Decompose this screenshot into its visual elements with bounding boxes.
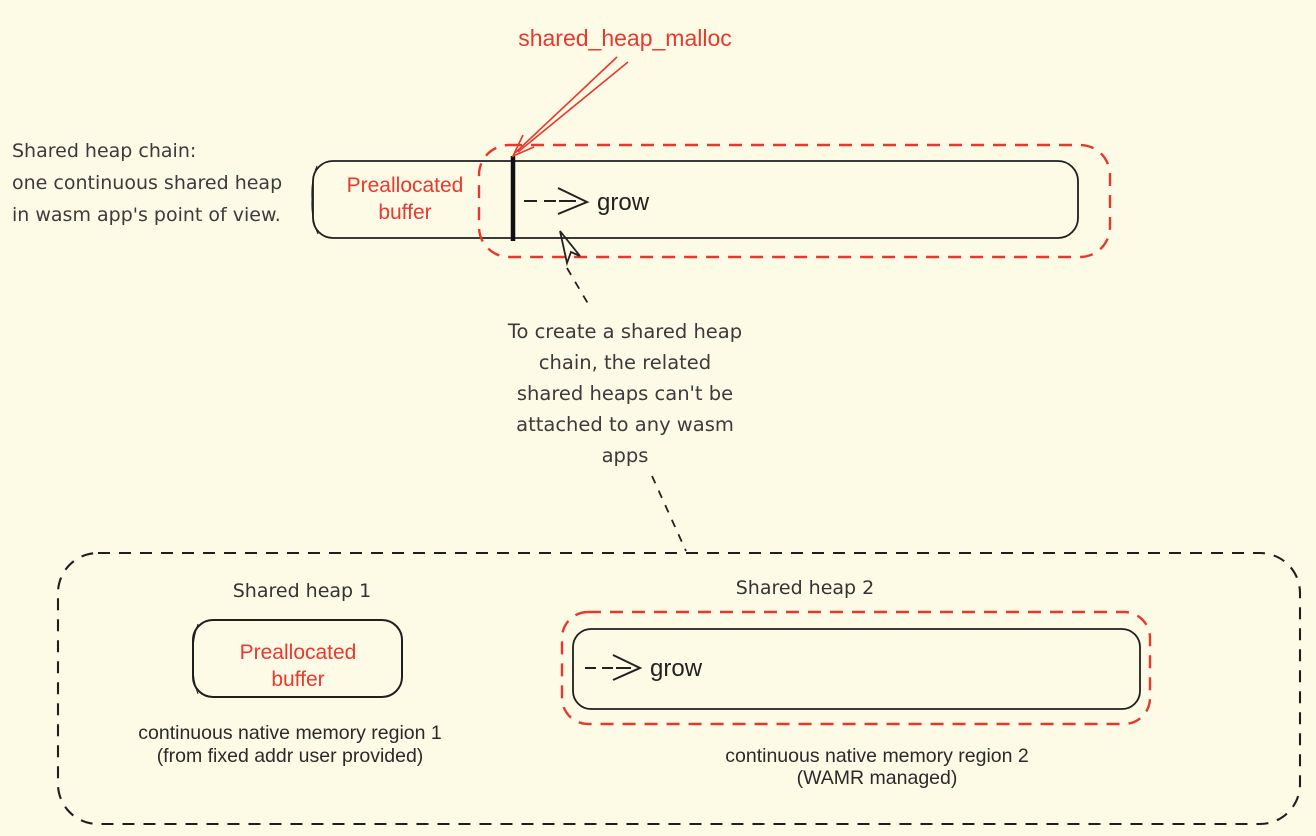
preallocated-buffer-label-bottom: Preallocated buffer: [239, 641, 357, 691]
shared-heap2-rect: [572, 628, 1141, 710]
chain-note-line3: in wasm app's point of view.: [12, 204, 281, 226]
grow-arrowhead-bottom: [612, 654, 643, 681]
grow-arrowhead-top: [557, 187, 590, 215]
middle-note-line2: chain, the related: [538, 351, 712, 374]
connector-dash-bottom: [651, 475, 687, 552]
malloc-arrowhead: [511, 134, 535, 158]
heap2-caption-line2: (WAMR managed): [796, 767, 958, 789]
sketch-echo-line-heap1: [192, 623, 199, 695]
heap2-caption: continuous native memory region 2 (WAMR …: [677, 745, 1077, 789]
grow-label-bottom: grow: [650, 655, 703, 682]
shared-heap2-dashed-rect: [560, 610, 1152, 726]
malloc-label: shared_heap_malloc: [518, 25, 732, 51]
sketch-echo-line: [311, 165, 319, 235]
heap1-caption-line1: continuous native memory region 1: [138, 722, 442, 744]
pointer-cursor-icon: [559, 230, 581, 267]
chain-note: Shared heap chain: one continuous shared…: [12, 135, 282, 231]
heap1-caption: continuous native memory region 1 (from …: [115, 722, 465, 768]
middle-note-line5: apps: [601, 444, 649, 467]
connector-dash-top: [566, 267, 591, 308]
malloc-arrow-line-echo: [517, 61, 629, 153]
middle-note-line1: To create a shared heap: [507, 320, 743, 343]
growable-region-dashed-rect: [477, 143, 1112, 259]
chain-note-line1: Shared heap chain:: [12, 140, 197, 162]
heap2-caption-line1: continuous native memory region 2: [725, 745, 1029, 767]
preallocated-buffer-label-top: Preallocated buffer: [346, 174, 464, 224]
middle-note-line3: shared heaps can't be: [516, 382, 734, 405]
shared-heap1-title: Shared heap 1: [232, 580, 372, 602]
middle-note: To create a shared heap chain, the relat…: [475, 316, 775, 471]
shared-heap-chain-rect: [312, 160, 1079, 239]
chain-note-line2: one continuous shared heap: [12, 172, 283, 194]
middle-note-line4: attached to any wasm: [516, 413, 734, 436]
heap1-caption-line2: (from fixed addr user provided): [156, 745, 424, 767]
malloc-arrow-line: [514, 56, 618, 154]
grow-label-top: grow: [597, 189, 650, 216]
shared-heap2-title: Shared heap 2: [735, 577, 875, 599]
shared-heaps-group-dashed-rect: [56, 551, 1302, 826]
